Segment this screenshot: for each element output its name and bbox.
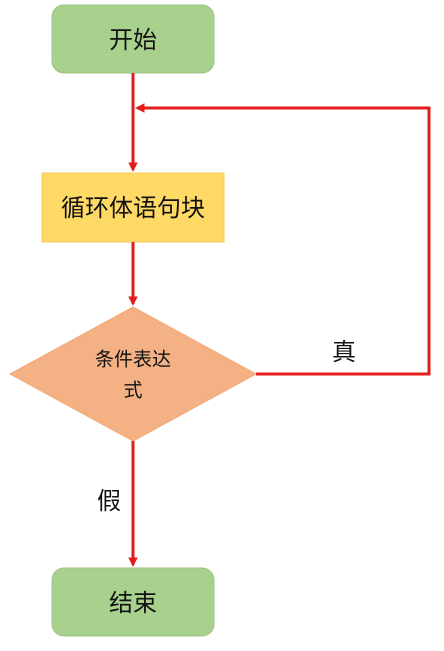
loop-body-label: 循环体语句块 xyxy=(61,194,205,222)
false-edge-label: 假 xyxy=(97,487,121,515)
end-label: 结束 xyxy=(109,589,157,617)
end-node xyxy=(51,567,215,637)
condition-node xyxy=(8,306,258,442)
arrow-true-loop-back xyxy=(135,103,431,376)
start-label: 开始 xyxy=(109,26,157,54)
true-edge-label: 真 xyxy=(332,338,356,366)
condition-label-line1: 条件表达 xyxy=(95,349,171,371)
loop-body-node xyxy=(41,172,225,243)
condition-label-line2: 式 xyxy=(123,380,142,402)
